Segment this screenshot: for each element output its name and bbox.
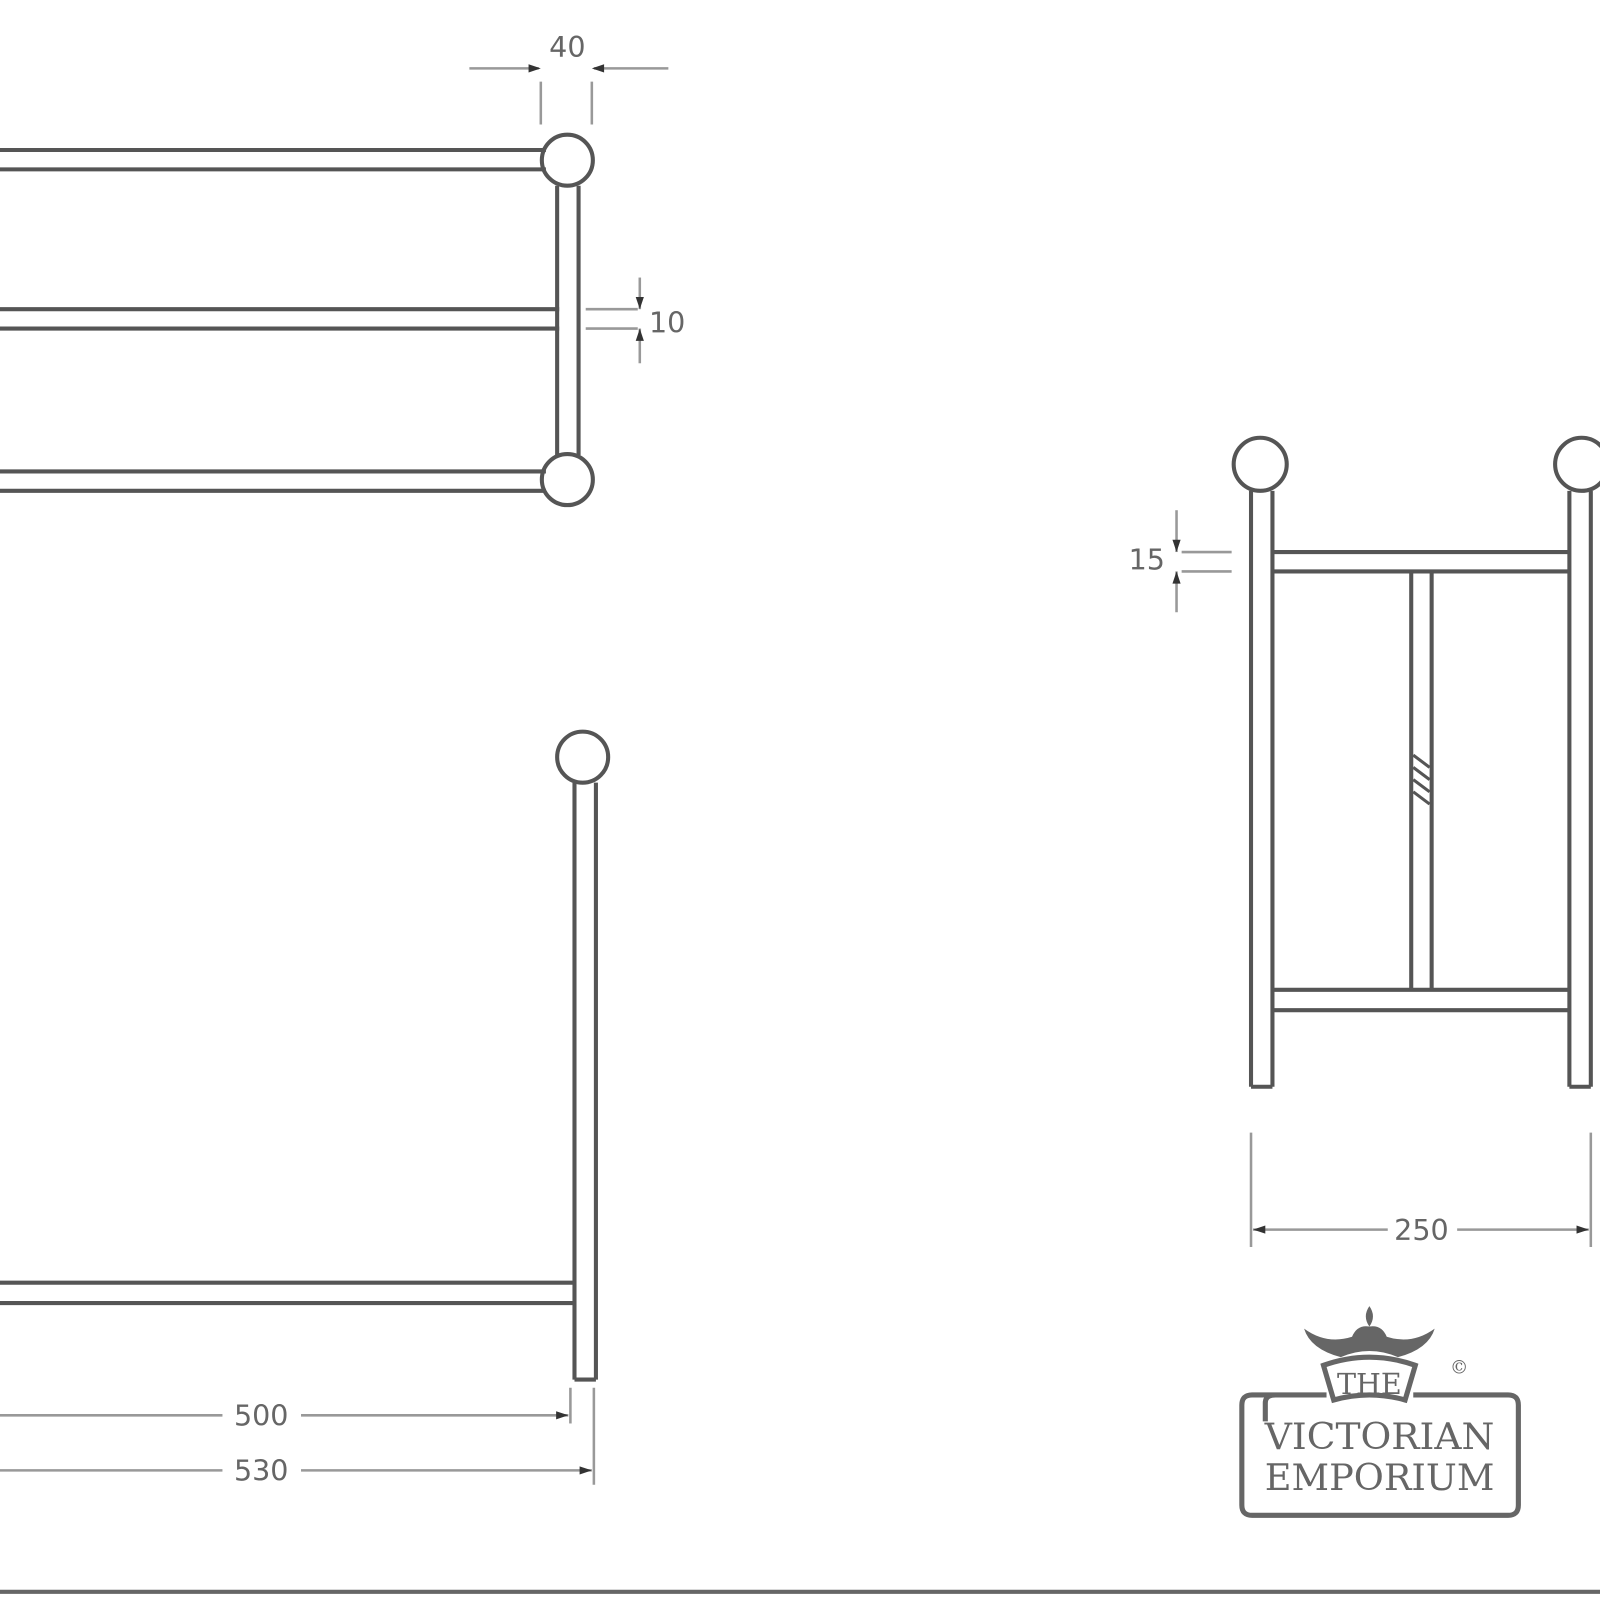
crown-icon bbox=[1304, 1306, 1435, 1358]
svg-text:©: © bbox=[1450, 1357, 1468, 1378]
dim-depth: 250 bbox=[1394, 1213, 1449, 1247]
ball-finial bbox=[539, 132, 595, 188]
ball-finial bbox=[1553, 435, 1600, 493]
dim-overall-width: 530 bbox=[234, 1454, 289, 1488]
dim-inner-width: 500 bbox=[234, 1399, 289, 1433]
dim-side-rail-diameter: 15 bbox=[1129, 542, 1165, 576]
front-view: 500 530 bbox=[0, 729, 611, 1488]
ball-finial bbox=[555, 729, 611, 785]
svg-text:THE: THE bbox=[1337, 1367, 1402, 1401]
side-view: 15 250 bbox=[1129, 435, 1600, 1247]
break-hatch bbox=[1412, 753, 1431, 806]
svg-text:VICTORIAN: VICTORIAN bbox=[1264, 1415, 1495, 1458]
victorian-emporium-logo: THE © VICTORIAN EMPORIUM bbox=[1239, 1306, 1521, 1518]
dim-rail-diameter: 10 bbox=[649, 306, 685, 340]
dim-ball-diameter: 40 bbox=[549, 30, 585, 64]
ball-finial bbox=[539, 452, 595, 508]
top-view: 40 10 bbox=[0, 30, 685, 508]
svg-text:EMPORIUM: EMPORIUM bbox=[1265, 1456, 1495, 1499]
ball-finial bbox=[1231, 435, 1289, 493]
